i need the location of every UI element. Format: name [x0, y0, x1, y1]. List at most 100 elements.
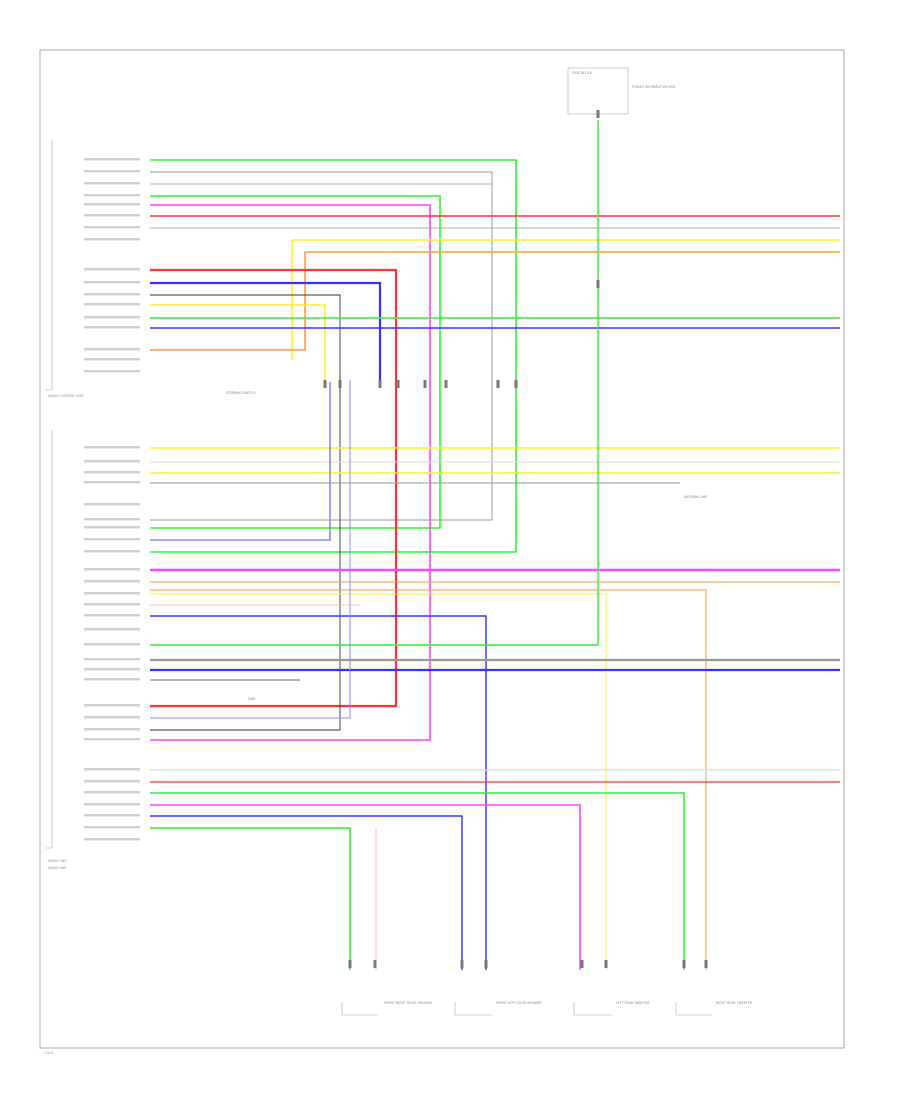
wire-blu-3 [150, 382, 331, 541]
connector-pin [596, 280, 600, 288]
connector-pin [373, 960, 377, 968]
pin-label-bar [84, 348, 140, 351]
power-box-label: POWER DISTRIBUTION BOX [632, 85, 676, 89]
speaker-fr-label: FRONT RIGHT DOOR SPEAKER [384, 1001, 433, 1005]
pin-label-bar [84, 768, 140, 771]
pin-label-bar [84, 268, 140, 271]
wire-blu-4 [150, 615, 487, 970]
pin-label-bar [84, 678, 140, 681]
pin-label-bar [84, 526, 140, 529]
wire-grn-6 [150, 827, 351, 970]
pin-label-bar [84, 471, 140, 474]
amp-unit-label: AUDIO AMP [48, 866, 66, 870]
wire-blk-1 [150, 294, 341, 731]
pin-label-bar [84, 614, 140, 617]
speaker-rr-label: RIGHT REAR TWEETER [716, 1001, 753, 1005]
pin-label-bar [84, 460, 140, 463]
connector-pin [514, 380, 518, 388]
pin-label-bar [84, 182, 140, 185]
antenna-amp-label: ANTENNA AMP [684, 495, 707, 499]
connector-pin [323, 380, 327, 388]
wire-gry-1 [150, 171, 493, 521]
pin-label-bar [84, 316, 140, 319]
connector-pin [338, 380, 342, 388]
pin-label-bar [84, 226, 140, 229]
pin-label-bar [84, 780, 140, 783]
connector-pin [348, 960, 352, 968]
connector-pin [496, 380, 500, 388]
wire-grn-5 [150, 792, 685, 970]
pin-label-bar [84, 550, 140, 553]
pin-label-bar [84, 358, 140, 361]
pin-label-bar [84, 303, 140, 306]
pin-label-bar [84, 658, 140, 661]
speaker-rear-right: RIGHT REAR TWEETER [675, 1001, 753, 1016]
wire-pnk-3 [150, 804, 581, 970]
connector-pin [378, 380, 382, 388]
speaker-rl-label: LEFT REAR TWEETER [616, 1001, 650, 1005]
pin-label-bar [84, 370, 140, 373]
footer-code: 1 of 5 [44, 1051, 53, 1055]
pin-label-bar [84, 704, 140, 707]
steering-switch-label: STEERING SWITCH [226, 391, 256, 395]
pin-label-bar [84, 446, 140, 449]
audio-amp-bracket [46, 430, 53, 849]
audio-control-unit-bracket [46, 140, 53, 391]
connector-pin [682, 960, 686, 968]
pin-label-bar [84, 603, 140, 606]
pin-label-bar [84, 643, 140, 646]
pin-label-bar [84, 281, 140, 284]
pin-label-bar [84, 170, 140, 173]
pin-label-bar [84, 814, 140, 817]
connector-pin [444, 380, 448, 388]
connector-pin [423, 380, 427, 388]
connector-pin [704, 960, 708, 968]
connector-pin [604, 960, 608, 968]
pin-label-bar [84, 791, 140, 794]
wire-grn-4 [150, 120, 599, 646]
wire-grn-top [150, 159, 517, 553]
wire-red-2 [150, 268, 398, 708]
audio-control-unit-label: AUDIO CONTROL UNIT [48, 394, 84, 398]
connector-pin [596, 110, 600, 118]
speaker-front-left: FRONT LEFT DOOR SPEAKER [454, 1001, 542, 1016]
pin-label-bar [84, 803, 140, 806]
wire-yel-2 [150, 304, 326, 382]
pin-label-bar [84, 628, 140, 631]
pin-label-bar [84, 238, 140, 241]
wire-orn-3 [150, 589, 707, 970]
pin-label-bar [84, 738, 140, 741]
pin-label-bar [84, 568, 140, 571]
audio-amp-label: AUDIO UNIT [48, 859, 67, 863]
wire-grn-2 [150, 195, 441, 529]
connector-pin [484, 960, 488, 968]
speaker-fl-label: FRONT LEFT DOOR SPEAKER [496, 1001, 542, 1005]
ground-label: GND [248, 697, 256, 701]
connector-pin [396, 380, 400, 388]
wire-orn-1 [150, 251, 840, 351]
pin-label-bar [84, 728, 140, 731]
pin-label-bar [84, 518, 140, 521]
wire-blu-1 [150, 281, 382, 385]
pin-label-bar [84, 826, 140, 829]
speaker-front-right: FRONT RIGHT DOOR SPEAKER [341, 1001, 433, 1016]
pin-label-bar [84, 214, 140, 217]
pin-label-bar [84, 203, 140, 206]
diagram-border [39, 49, 845, 1049]
pin-label-bar [84, 716, 140, 719]
pin-label-bar [84, 668, 140, 671]
wire-yel-1 [291, 239, 840, 360]
connector-pin [460, 960, 464, 968]
pin-label-bar [84, 293, 140, 296]
pin-label-bar [84, 503, 140, 506]
pin-label-bar [84, 158, 140, 161]
wire-ylw-5 [150, 593, 607, 970]
pin-label-bar [84, 538, 140, 541]
pin-label-bar [84, 326, 140, 329]
wire-blu-6 [150, 815, 463, 970]
fuse-block-label: FUSE BLOCK [572, 71, 593, 75]
pin-label-bar [84, 592, 140, 595]
fuse-block: FUSE BLOCK POWER DISTRIBUTION BOX [567, 67, 676, 115]
pin-label-bar [84, 194, 140, 197]
